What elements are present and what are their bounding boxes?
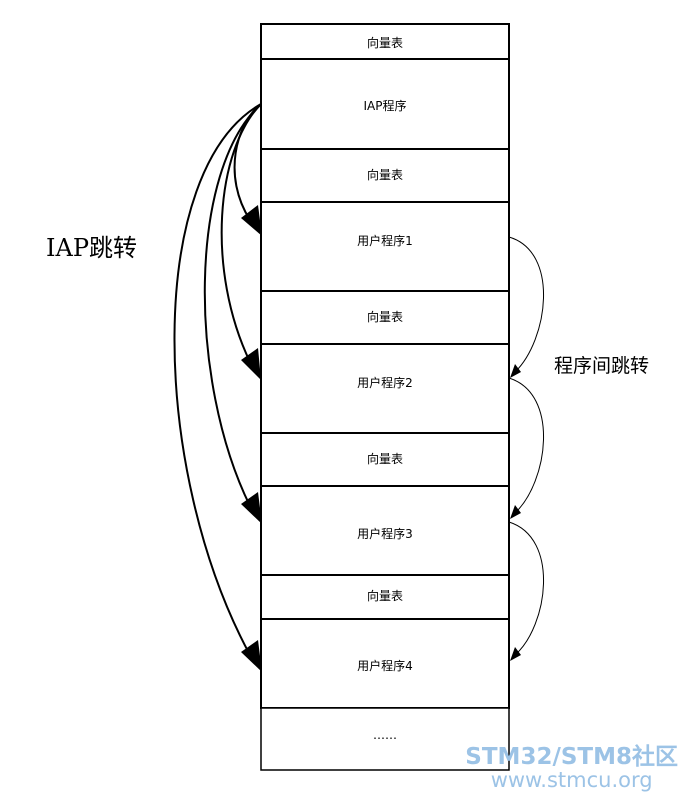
iap-arrow-head-4 [241,640,262,672]
iap-arrow-to-user-program-2 [220,103,262,363]
inter-arrow-2-to-3 [508,377,544,514]
inter-arrow-3-to-4 [508,521,544,656]
user-program-4-label: 用户程序4 [357,658,413,673]
iap-program-label: IAP程序 [364,98,407,113]
user-program-1-block [260,201,510,292]
iap-arrow-to-user-program-4 [173,103,262,656]
vector-table-label-2: 向量表 [367,309,403,324]
user-program-3-label: 用户程序3 [357,526,413,541]
iap-jump-arrows [173,103,262,672]
memory-column: 向量表 IAP程序 向量表 用户程序1 向量表 用户程序2 向量表 用户程序3 … [260,23,510,771]
iap-jump-label: IAP跳转 [46,234,137,262]
inter-arrow-head-1 [510,364,521,378]
watermark-line-1: STM32/STM8社区 [465,744,678,770]
user-program-2-label: 用户程序2 [357,375,413,390]
vector-table-label-4: 向量表 [367,588,403,603]
watermark-line-2: www.stmcu.org [490,768,653,792]
vector-table-label-1: 向量表 [367,167,403,182]
inter-arrow-1-to-2 [508,236,544,373]
vector-table-label-3: 向量表 [367,451,403,466]
inter-arrow-head-3 [510,647,521,661]
user-program-2-block [260,343,510,434]
ellipsis-block [260,707,510,771]
iap-program-block [260,58,510,150]
user-program-3-block [260,485,510,576]
inter-arrow-head-2 [510,505,521,519]
iap-arrow-head-3 [241,492,262,524]
user-program-4-block [260,618,510,709]
inter-program-jump-label: 程序间跳转 [554,355,649,377]
iap-arrow-head-2 [241,348,261,380]
iap-arrow-to-user-program-3 [203,103,262,507]
vector-table-label-0: 向量表 [367,35,403,50]
vector-table-block-0 [260,23,510,60]
ellipsis-label: …… [373,728,397,742]
user-program-1-label: 用户程序1 [357,233,413,248]
iap-arrow-head-1 [241,205,262,236]
inter-program-jump-arrows [508,236,544,661]
watermark: STM32/STM8社区 www.stmcu.org [465,746,678,791]
